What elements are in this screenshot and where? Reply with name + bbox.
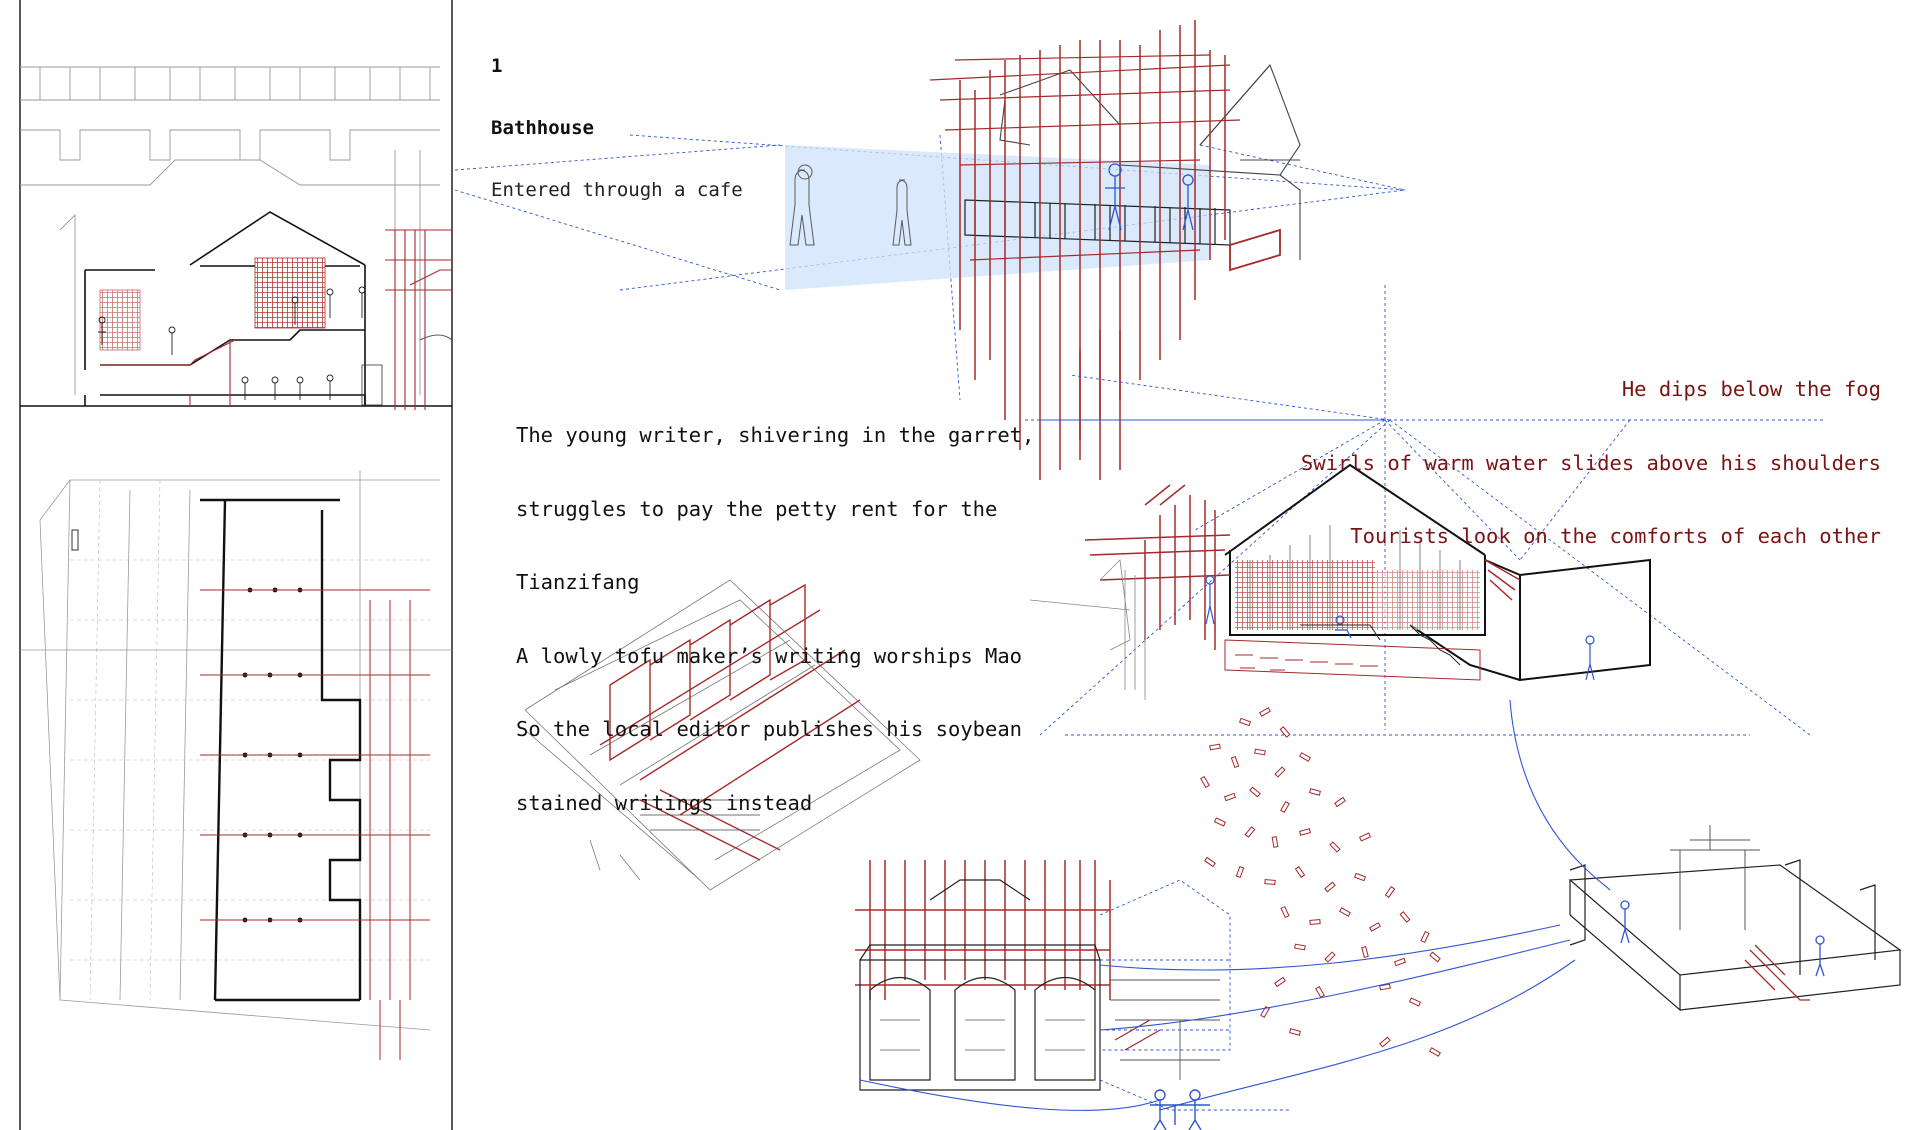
narrative-text-black: The young writer, shivering in the garre… [516,374,1034,840]
bathhouse-section-perspective [1025,285,1825,736]
narrative-line: So the local editor publishes his soybea… [516,717,1023,741]
pavilion-axonometric [1568,825,1902,1012]
narrative-line: Swirls of warm water slides above his sh… [1300,450,1881,475]
narrative-line: He dips below the fog [1621,377,1881,401]
floor-plan-drawing [20,470,452,1060]
sheet-number: 1 [491,55,503,77]
sheet-subtitle: Entered through a cafe [491,179,743,201]
title-block: 1 Bathhouse Entered through a cafe [491,16,743,221]
scaffold-house-perspective [454,20,1406,480]
building-section-drawing [20,66,453,410]
narrative-text-red: He dips below the fog Swirls of warm wat… [1301,328,1881,573]
facade-elevation-drawing [855,860,1290,1130]
narrative-line: stained writings instead [516,790,813,815]
narrative-line: struggles to pay the petty rent for the [516,496,998,521]
sheet-title: Bathhouse [491,117,594,139]
narrative-line: A lowly tofu maker’s writing worships Ma… [516,643,1023,668]
narrative-line: Tourists look on the comforts of each ot… [1350,524,1881,548]
narrative-line: The young writer, shivering in the garre… [516,423,1035,447]
axonometric-drawing [524,579,921,891]
connector-curves [859,699,1611,1111]
narrative-line: Tianzifang [516,570,640,594]
falling-bricks-illustration [1200,707,1442,1057]
